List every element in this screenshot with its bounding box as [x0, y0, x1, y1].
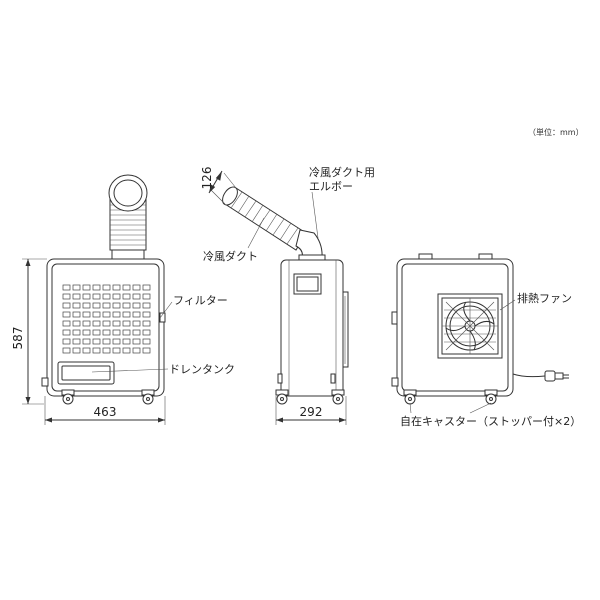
- unit-note: （単位：mm）: [528, 127, 584, 137]
- drain-tank: [57, 361, 115, 385]
- depth-value: 292: [300, 405, 323, 419]
- front-duct: [108, 174, 148, 260]
- front-casters: [61, 389, 155, 405]
- cold-duct-label: 冷風ダクト: [203, 249, 258, 263]
- rear-view: [391, 253, 569, 405]
- side-view: [222, 186, 349, 405]
- filter-grille: [62, 284, 151, 354]
- exhaust-fan: [437, 293, 503, 359]
- filter-label: フィルター: [173, 294, 228, 307]
- drain-tank-label: ドレンタンク: [169, 363, 235, 376]
- power-cord: [512, 370, 569, 382]
- front-view: [41, 174, 166, 405]
- depth-dimension: 292: [275, 396, 347, 425]
- cold-duct-elbow-label-line2: エルボー: [309, 180, 353, 193]
- cold-duct-elbow-label-line1: 冷風ダクト用: [309, 165, 375, 179]
- duct-diameter-dimension: 126: [200, 167, 237, 205]
- casters-label: 自在キャスター（ストッパー付×2）: [400, 415, 581, 428]
- height-value: 587: [11, 327, 25, 350]
- height-dimension: 587: [11, 258, 47, 405]
- exhaust-fan-label: 排熱ファン: [517, 291, 572, 305]
- width-value: 463: [94, 405, 117, 419]
- side-casters: [275, 389, 345, 405]
- width-dimension: 463: [44, 396, 166, 425]
- side-duct: [222, 186, 326, 261]
- rear-casters: [403, 389, 498, 405]
- duct-diameter-value: 126: [200, 167, 214, 190]
